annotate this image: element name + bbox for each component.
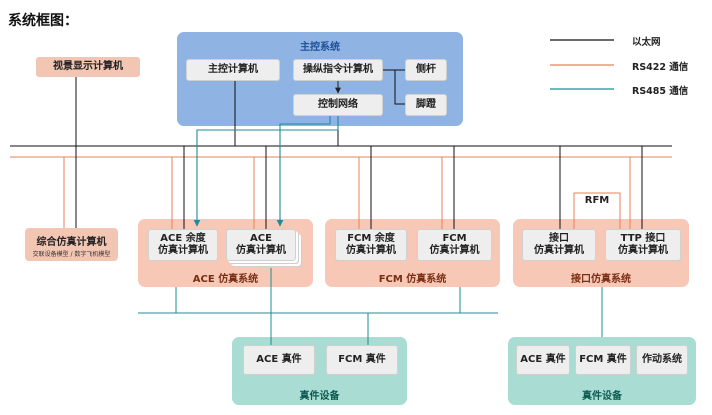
main-control-title: 主控系统 xyxy=(300,42,340,53)
fcm-system-title: FCM 仿真系统 xyxy=(378,274,447,285)
fcm-real-device: FCM 真件 xyxy=(326,345,398,375)
real-devices-title-2: 真件设备 xyxy=(582,391,622,402)
fcm-real-device-2: FCM 真件 xyxy=(575,345,631,375)
rfm-label: RFM xyxy=(582,195,612,206)
diagram-title: 系统框图： xyxy=(8,13,78,29)
main-control-computer: 主控计算机 xyxy=(186,59,280,81)
ace-system-title: ACE 仿真系统 xyxy=(192,274,259,285)
ace-real-device-2: ACE 真件 xyxy=(516,345,570,375)
legend-rs485: RS485 通信 xyxy=(632,86,689,97)
fcm-sim-computer: FCM 仿真计算机 xyxy=(417,229,492,261)
interface-sim-computer: 接口 仿真计算机 xyxy=(522,229,596,261)
control-network: 控制网络 xyxy=(293,94,383,116)
pedal: 脚蹬 xyxy=(405,94,447,116)
command-computer: 操纵指令计算机 xyxy=(293,59,383,81)
ttp-interface-computer: TTP 接口 仿真计算机 xyxy=(605,229,681,261)
real-devices-title-1: 真件设备 xyxy=(299,391,340,402)
integrated-sim-computer: 综合仿真计算机 交联设备模型 / 数字飞机模型 xyxy=(25,228,118,261)
legend-rs422: RS422 通信 xyxy=(632,62,689,73)
integrated-sim-title: 综合仿真计算机 xyxy=(36,237,107,248)
fcm-redundant-computer: FCM 余度 仿真计算机 xyxy=(335,229,407,261)
actuation-system: 作动系统 xyxy=(636,345,688,375)
legend-ethernet: 以太网 xyxy=(632,37,661,48)
visual-display-computer: 视景显示计算机 xyxy=(36,57,140,77)
interface-system-title: 接口仿真系统 xyxy=(571,274,631,285)
ace-real-device: ACE 真件 xyxy=(243,345,315,375)
ace-redundant-computer: ACE 余度 仿真计算机 xyxy=(148,229,218,261)
ace-sim-computer: ACE 仿真计算机 xyxy=(226,229,296,261)
integrated-sim-subtitle: 交联设备模型 / 数字飞机模型 xyxy=(32,251,111,258)
side-stick: 侧杆 xyxy=(405,59,447,81)
